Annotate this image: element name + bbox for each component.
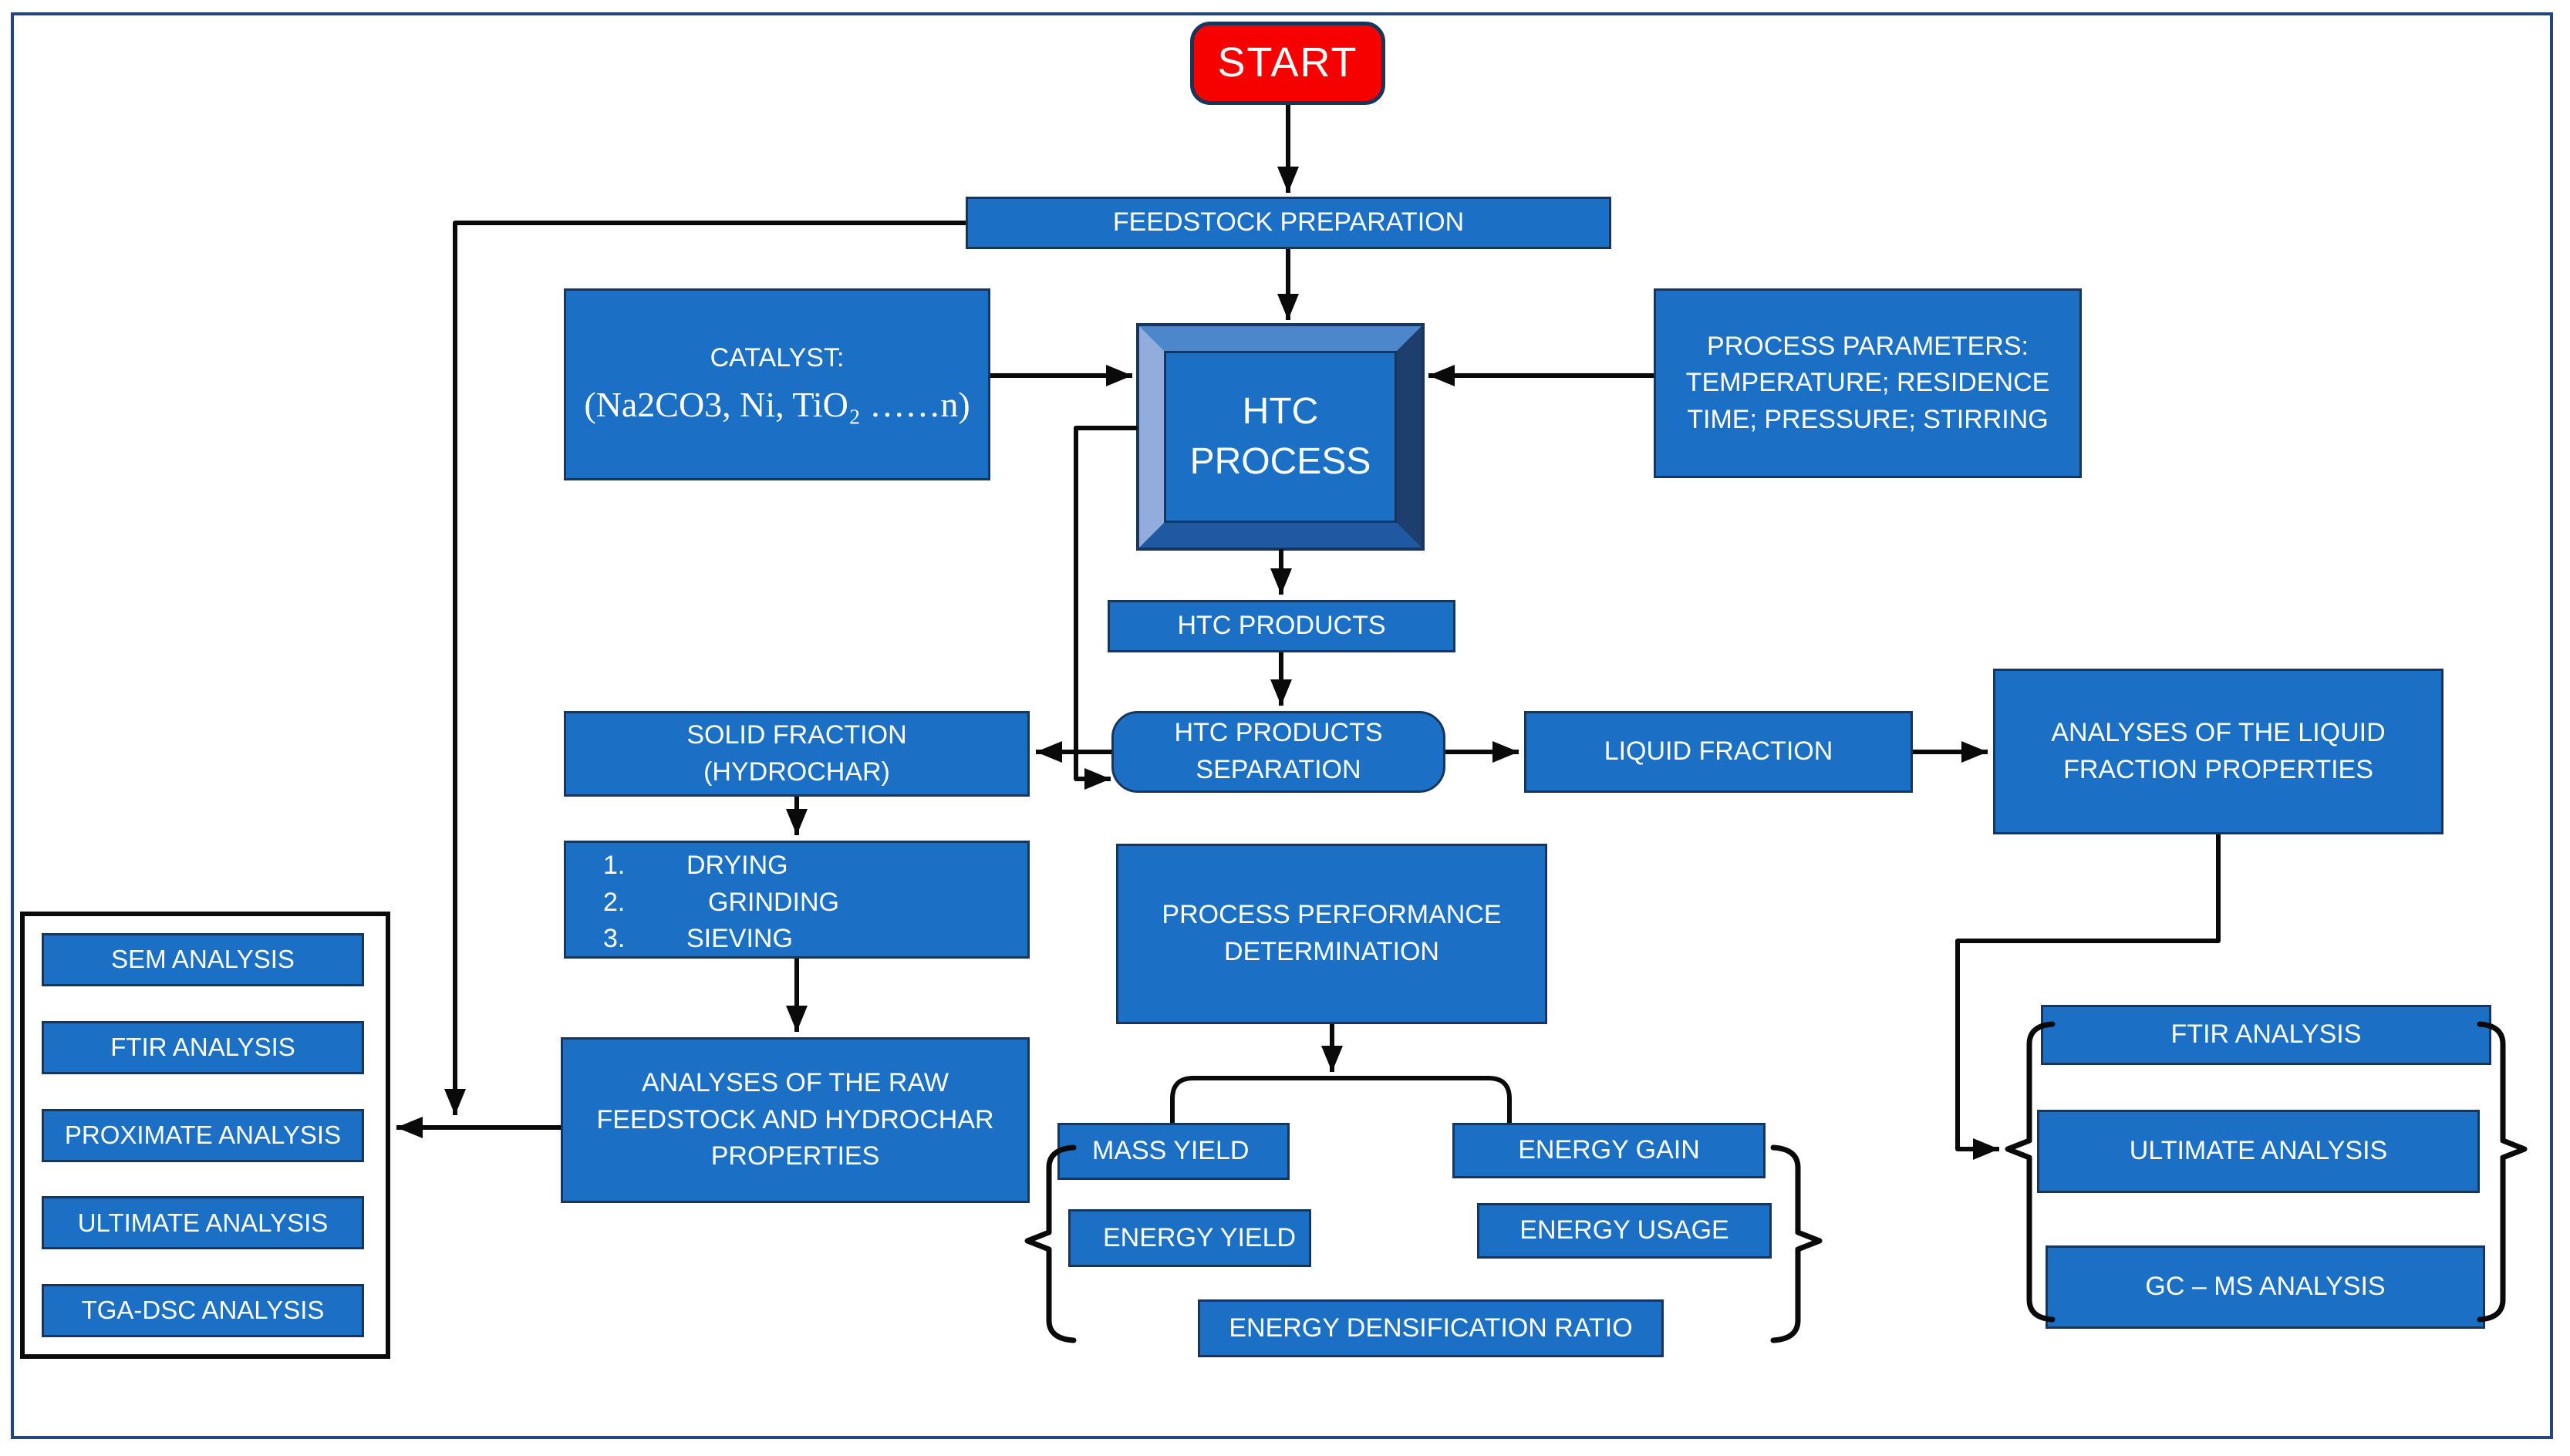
gc-ms-analysis-node: GC – MS ANALYSIS (2046, 1245, 2485, 1329)
liquid-fraction-node: LIQUID FRACTION (1524, 711, 1913, 793)
hydrochar-analyses-panel: SEM ANALYSIS FTIR ANALYSIS PROXIMATE ANA… (20, 912, 390, 1359)
step-number: 2. (603, 887, 626, 917)
proximate-analysis-node: PROXIMATE ANALYSIS (42, 1108, 364, 1162)
step-label: GRINDING (708, 887, 839, 917)
process-parameters-node: PROCESS PARAMETERS: TEMPERATURE; RESIDEN… (1654, 288, 2082, 478)
catalyst-node: CATALYST: (Na2CO3, Ni, TiO₂ ……n) (564, 288, 990, 480)
ftir-analysis-node: FTIR ANALYSIS (42, 1020, 364, 1074)
energy-densification-ratio-node: ENERGY DENSIFICATION RATIO (1198, 1299, 1664, 1357)
sem-analysis-node: SEM ANALYSIS (42, 933, 364, 986)
energy-usage-node: ENERGY USAGE (1477, 1203, 1772, 1259)
liquid-ultimate-analysis-node: ULTIMATE ANALYSIS (2037, 1110, 2480, 1193)
energy-gain-node: ENERGY GAIN (1452, 1123, 1766, 1178)
analyses-raw-feedstock-node: ANALYSES OF THE RAW FEEDSTOCK AND HYDROC… (561, 1037, 1030, 1203)
step-grinding: 2. GRINDING (603, 885, 1027, 922)
tga-dsc-analysis-node: TGA-DSC ANALYSIS (42, 1284, 364, 1337)
htc-products-separation-node: HTC PRODUCTS SEPARATION (1111, 711, 1445, 793)
catalyst-formula: (Na2CO3, Ni, TiO₂ ……n) (584, 384, 970, 424)
htc-process-node: HTC PROCESS (1136, 323, 1425, 551)
energy-yield-node: ENERGY YIELD (1068, 1209, 1311, 1267)
start-node: START (1190, 22, 1385, 105)
catalyst-title: CATALYST: (710, 342, 845, 372)
step-drying: 1. DRYING (603, 848, 1027, 885)
step-label: SIEVING (686, 924, 793, 954)
htc-products-node: HTC PRODUCTS (1108, 600, 1455, 652)
htc-process-label: HTC PROCESS (1164, 351, 1397, 523)
step-sieving: 3. SIEVING (603, 921, 1027, 958)
ultimate-analysis-node: ULTIMATE ANALYSIS (42, 1196, 364, 1250)
page-border (11, 12, 2553, 1439)
feedstock-preparation-node: FEEDSTOCK PREPARATION (966, 197, 1611, 249)
liquid-ftir-analysis-node: FTIR ANALYSIS (2041, 1005, 2491, 1065)
step-number: 1. (603, 851, 626, 880)
solid-fraction-node: SOLID FRACTION (HYDROCHAR) (564, 711, 1030, 797)
analyses-liquid-fraction-node: ANALYSES OF THE LIQUID FRACTION PROPERTI… (1993, 669, 2444, 834)
mass-yield-node: MASS YIELD (1057, 1123, 1290, 1180)
process-performance-node: PROCESS PERFORMANCE DETERMINATION (1116, 844, 1547, 1024)
step-label: DRYING (686, 851, 788, 880)
step-number: 3. (603, 924, 626, 954)
pretreatment-steps-node: 1. DRYING 2. GRINDING 3. SIEVING (564, 841, 1030, 959)
